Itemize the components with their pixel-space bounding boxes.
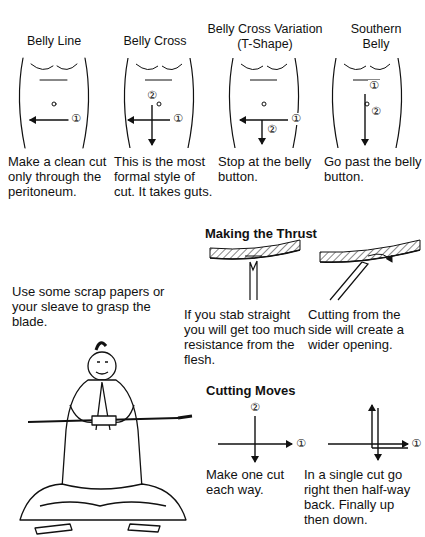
cut-single bbox=[328, 405, 408, 460]
callout-number: ① bbox=[290, 113, 302, 125]
note: Make one cut each way. bbox=[206, 467, 306, 497]
note: If you stab straight you will get too mu… bbox=[184, 307, 308, 367]
note: Go past the belly button. bbox=[324, 154, 422, 184]
note: This is the most formal style of cut. It… bbox=[114, 154, 214, 199]
torso bbox=[229, 58, 298, 148]
callout-number: ① bbox=[172, 113, 184, 125]
thrust-straight bbox=[210, 240, 300, 300]
thrust-side bbox=[320, 240, 420, 300]
heading: Belly Cross bbox=[112, 34, 198, 49]
section-heading: Cutting Moves bbox=[206, 383, 386, 398]
torso bbox=[19, 58, 88, 148]
torso bbox=[332, 58, 401, 148]
section-heading: Making the Thrust bbox=[205, 226, 385, 241]
note: Cutting from the side will create a wide… bbox=[308, 307, 422, 352]
callout-number: ② bbox=[146, 90, 158, 102]
cut-one-each bbox=[218, 416, 292, 462]
callout-number: ① bbox=[295, 438, 307, 450]
callout-number: ① bbox=[70, 113, 82, 125]
samurai bbox=[20, 343, 192, 534]
note: Use some scrap papers or your sleave to … bbox=[12, 284, 182, 329]
callout-number: ② bbox=[370, 106, 382, 118]
note: Make a clean cut only through the perito… bbox=[8, 154, 108, 199]
callout-number: ② bbox=[249, 402, 261, 414]
note: In a single cut go right then half-way b… bbox=[304, 467, 422, 527]
callout-number: ① bbox=[410, 438, 422, 450]
heading: Belly Line bbox=[14, 34, 94, 49]
callout-number: ① bbox=[368, 80, 380, 92]
torso bbox=[124, 58, 193, 148]
callout-number: ② bbox=[266, 124, 278, 136]
heading: Southern Belly bbox=[336, 22, 416, 52]
note: Stop at the belly button. bbox=[218, 154, 318, 184]
heading: Belly Cross Variation (T-Shape) bbox=[200, 22, 330, 52]
